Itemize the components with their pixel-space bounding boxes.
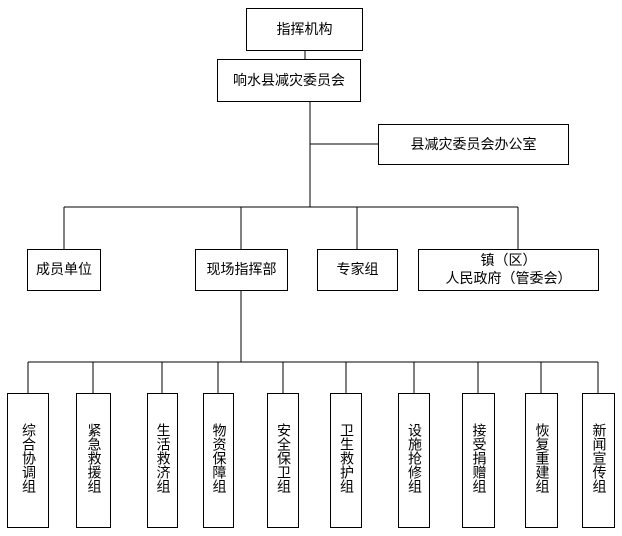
office-box: 县减灾委员会办公室 [378,124,569,165]
town-box: 镇（区） 人民政府（管委会） [418,249,599,291]
group-box-4: 物资保障组 [203,393,234,528]
group-label-1: 综合协调组 [20,423,36,493]
top-org-label: 响水县减灾委员会 [233,72,345,89]
group-label-10: 新闻宣传组 [590,423,607,493]
town-label-line1: 镇（区） [480,253,537,269]
title-label: 指挥机构 [276,21,333,38]
experts-label: 专家组 [336,262,379,278]
group-box-5: 安全保卫组 [267,393,299,528]
experts-box: 专家组 [317,249,398,291]
field-command-label: 现场指挥部 [206,262,277,278]
group-box-8: 接受捐赠组 [462,393,495,528]
group-label-8: 接受捐赠组 [470,423,487,493]
group-label-3: 生活救济组 [154,423,171,493]
title-box: 指挥机构 [246,8,363,51]
group-label-5: 安全保卫组 [275,423,291,493]
field-command-box: 现场指挥部 [195,249,288,291]
top-org-box: 响水县减灾委员会 [217,59,361,102]
group-label-7: 设施抢修组 [406,423,422,493]
group-box-3: 生活救济组 [147,393,178,528]
members-box: 成员单位 [27,249,101,291]
group-box-10: 新闻宣传组 [582,393,615,528]
group-box-6: 卫生救护组 [330,393,362,528]
members-label: 成员单位 [36,262,92,278]
group-box-2: 紧急救援组 [76,393,111,528]
office-label: 县减灾委员会办公室 [410,136,537,153]
town-label-line2: 人民政府（管委会） [445,271,572,287]
group-label-2: 紧急救援组 [85,423,102,493]
group-label-9: 恢复重建组 [533,423,550,493]
group-box-7: 设施抢修组 [398,393,430,528]
group-box-1: 综合协调组 [7,393,49,528]
group-label-4: 物资保障组 [210,423,227,493]
group-label-6: 卫生救护组 [338,423,354,493]
group-box-9: 恢复重建组 [525,393,558,528]
